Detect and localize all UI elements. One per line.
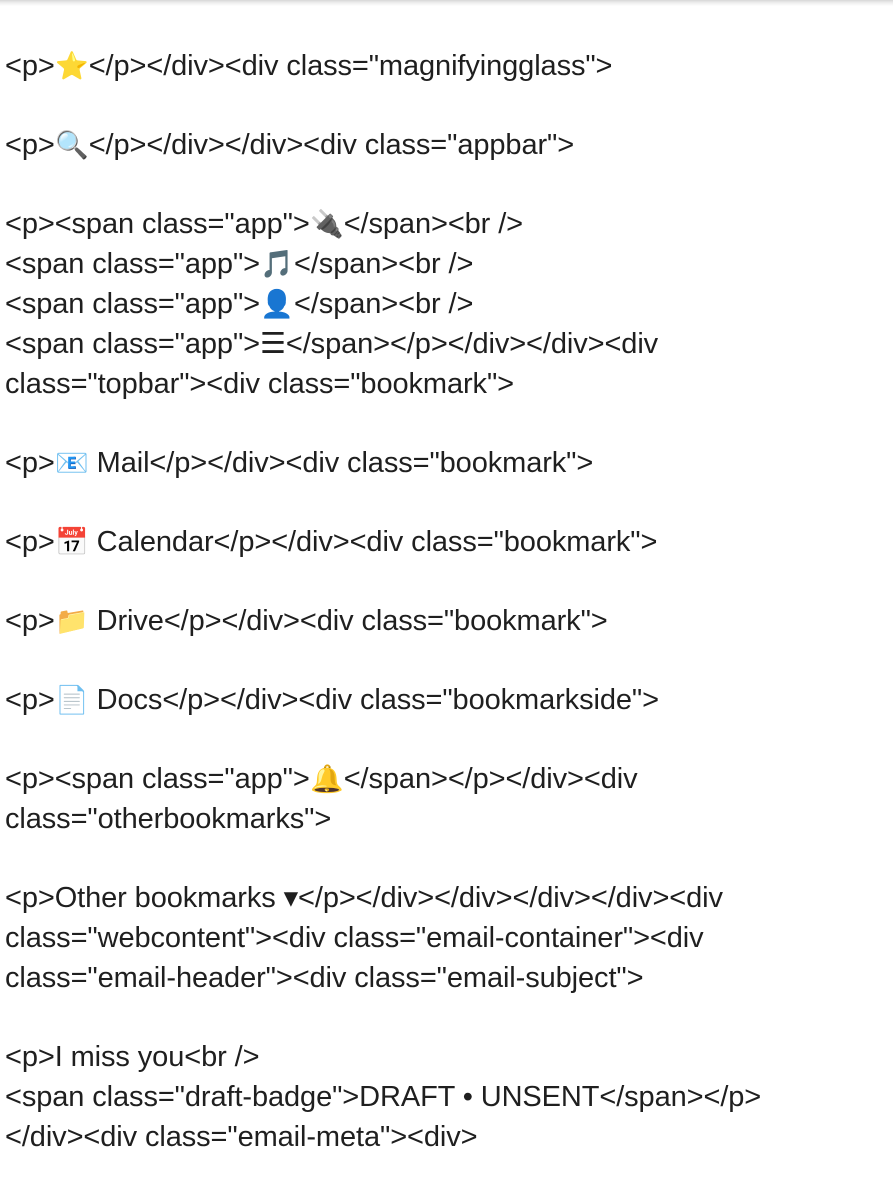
star-icon: ⭐ bbox=[54, 51, 89, 82]
source-line: <p>I miss you<br /> bbox=[5, 1041, 260, 1073]
source-line: <p>⭐</p></div><div class="magnifyingglas… bbox=[5, 46, 885, 86]
source-line: <p>📄 Docs</p></div><div class="bookmarks… bbox=[5, 680, 885, 720]
source-line: class="webcontent"><div class="email-con… bbox=[5, 922, 704, 954]
source-line: <p>📧 Mail</p></div><div class="bookmark"… bbox=[5, 443, 885, 483]
source-line: class="otherbookmarks"> bbox=[5, 803, 332, 835]
calendar-icon: 📅 bbox=[54, 527, 89, 558]
source-line: <p>📅 Calendar</p></div><div class="bookm… bbox=[5, 522, 885, 562]
source-line: <span class="app">👤</span><br /> bbox=[5, 284, 885, 324]
top-edge-shadow bbox=[0, 0, 893, 6]
email-icon: 📧 bbox=[54, 448, 89, 479]
plug-icon: 🔌 bbox=[309, 209, 344, 240]
source-line: class="topbar"><div class="bookmark"> bbox=[5, 368, 514, 400]
source-line: <span class="draft-badge">DRAFT • UNSENT… bbox=[5, 1081, 762, 1113]
source-line: <p><span class="app">🔔</span></p></div><… bbox=[5, 759, 885, 799]
source-line: <p><span class="app">🔌</span><br /> bbox=[5, 204, 885, 244]
source-line: <span class="app">☰</span></p></div></di… bbox=[5, 328, 659, 360]
bell-icon: 🔔 bbox=[309, 764, 344, 795]
person-icon: 👤 bbox=[260, 289, 294, 320]
source-line: <span class="app">🎵</span><br /> bbox=[5, 244, 885, 284]
music-note-icon: 🎵 bbox=[260, 249, 294, 280]
source-line: <p>🔍</p></div></div><div class="appbar"> bbox=[5, 125, 885, 165]
source-line: <p>Other bookmarks ▾</p></div></div></di… bbox=[5, 882, 723, 914]
source-line: </div><div class="email-meta"><div> bbox=[5, 1121, 478, 1153]
folder-icon: 📁 bbox=[54, 606, 89, 637]
magnifying-glass-icon: 🔍 bbox=[54, 130, 89, 161]
document-icon: 📄 bbox=[54, 685, 89, 716]
source-code-text: <p>⭐</p></div><div class="magnifyingglas… bbox=[5, 46, 885, 1157]
source-line: <p>📁 Drive</p></div><div class="bookmark… bbox=[5, 601, 885, 641]
source-line: class="email-header"><div class="email-s… bbox=[5, 962, 644, 994]
